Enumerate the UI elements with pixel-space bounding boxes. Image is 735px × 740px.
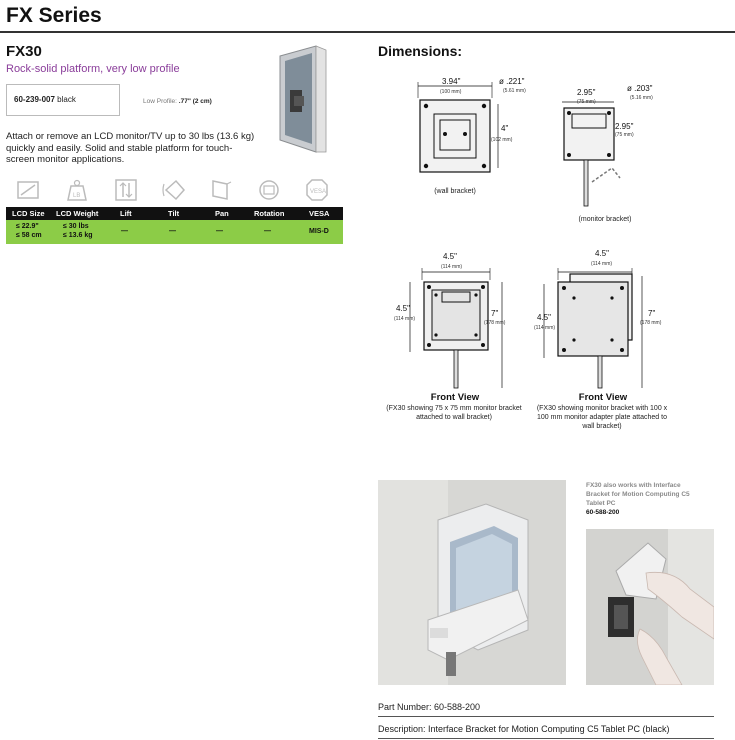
fv1-width-mm: (114 mm) bbox=[441, 264, 463, 270]
spec-header-tilt: Tilt bbox=[168, 209, 180, 218]
spec-table-header bbox=[6, 207, 343, 220]
accessory-note: FX30 also works with Interface Bracket f… bbox=[586, 481, 716, 517]
spec-header-pan: Pan bbox=[215, 209, 229, 218]
wall-hole-mm: (5.61 mm) bbox=[503, 88, 526, 94]
accessory-note-part: 60-588-200 bbox=[586, 509, 620, 516]
monitor-hole-mm: (5.16 mm) bbox=[630, 95, 653, 101]
fv2-width: 4.5" bbox=[595, 249, 609, 258]
feature-icons: LB VESA bbox=[10, 178, 340, 206]
fv2-left-mm: (114 mm) bbox=[534, 325, 556, 331]
wall-height: 4" bbox=[501, 124, 509, 133]
accessory-description: Description: Interface Bracket for Motio… bbox=[378, 724, 670, 734]
svg-text:LB: LB bbox=[73, 193, 80, 199]
monitor-height-mm: (75 mm) bbox=[615, 132, 634, 138]
tablet-mounted-photo bbox=[378, 480, 566, 685]
monitor-width: 2.95" bbox=[577, 88, 596, 97]
spec-header-vesa: VESA bbox=[309, 209, 330, 218]
product-tagline: Rock-solid platform, very low profile bbox=[6, 63, 180, 75]
spec-header-lcd-weight: LCD Weight bbox=[56, 209, 99, 218]
spec-lcd-size-cm: ≤ 58 cm bbox=[16, 231, 42, 239]
lcd-size-icon bbox=[17, 181, 39, 199]
monitor-height: 2.95" bbox=[615, 122, 634, 131]
tilt-icon bbox=[162, 179, 186, 201]
accessory-part-number: Part Number: 60-588-200 bbox=[378, 702, 481, 712]
spec-header-lift: Lift bbox=[120, 209, 132, 218]
spec-tilt: — bbox=[169, 228, 176, 235]
product-description: Attach or remove an LCD monitor/TV up to… bbox=[6, 131, 255, 165]
spec-pan: — bbox=[216, 228, 223, 235]
divider bbox=[378, 716, 714, 717]
fv2-caption: (FX30 showing monitor bracket with 100 x… bbox=[536, 405, 668, 430]
accessory-note-line3: Tablet PC bbox=[586, 500, 616, 507]
monitor-width-mm: (75 mm) bbox=[577, 99, 596, 105]
part-color: black bbox=[57, 95, 76, 104]
pan-icon bbox=[212, 180, 232, 200]
spec-lift: — bbox=[121, 228, 128, 235]
divider bbox=[378, 738, 714, 739]
spec-lcd-size-in: ≤ 22.9" bbox=[16, 223, 39, 230]
wall-bracket-drawing bbox=[417, 82, 499, 173]
fv2-right: 7" bbox=[648, 309, 656, 318]
fv1-left: 4.5" bbox=[396, 304, 410, 313]
monitor-bracket-caption: (monitor bracket) bbox=[578, 216, 632, 223]
rotation-icon bbox=[259, 180, 279, 200]
monitor-hole: ø .203" bbox=[627, 84, 653, 93]
fv2-left: 4.5" bbox=[537, 313, 551, 322]
accessory-note-line1: FX30 also works with Interface bbox=[586, 482, 681, 489]
spec-lcd-size: ≤ 22.9" ≤ 58 cm bbox=[16, 223, 42, 240]
fv2-right-mm: (178 mm) bbox=[640, 320, 662, 326]
spec-lcd-weight: ≤ 30 lbs ≤ 13.6 kg bbox=[63, 223, 93, 240]
fv1-title: Front View bbox=[430, 392, 480, 403]
part-number: 60-239-007 black bbox=[14, 95, 76, 104]
spec-lcd-weight-kg: ≤ 13.6 kg bbox=[63, 231, 93, 239]
lcd-weight-icon: LB bbox=[67, 179, 87, 201]
spec-rotation: — bbox=[264, 228, 271, 235]
low-profile-value: .77" (2 cm) bbox=[178, 98, 212, 105]
fv2-title: Front View bbox=[578, 392, 628, 403]
wall-width-mm: (100 mm) bbox=[440, 89, 462, 95]
spec-table-body bbox=[6, 220, 343, 244]
fv1-caption: (FX30 showing 75 x 75 mm monitor bracket… bbox=[386, 405, 522, 421]
fv1-left-mm: (114 mm) bbox=[394, 316, 416, 322]
spec-lcd-weight-lbs: ≤ 30 lbs bbox=[63, 223, 89, 230]
spec-header-rotation: Rotation bbox=[254, 209, 285, 218]
product-image bbox=[279, 45, 327, 153]
svg-text:VESA: VESA bbox=[310, 189, 326, 195]
tablet-installation-photo bbox=[586, 529, 714, 685]
series-title: FX Series bbox=[6, 4, 102, 27]
fv1-right-mm: (178 mm) bbox=[484, 320, 506, 326]
low-profile: Low Profile: .77" (2 cm) bbox=[143, 98, 212, 105]
wall-bracket-caption: (wall bracket) bbox=[434, 188, 476, 195]
vesa-icon: VESA bbox=[306, 179, 328, 201]
spec-vesa: MIS-D bbox=[309, 228, 329, 235]
low-profile-label: Low Profile: bbox=[143, 98, 177, 105]
accessory-note-line2: Bracket for Motion Computing C5 bbox=[586, 491, 690, 498]
part-number-box bbox=[6, 84, 120, 116]
fv1-right: 7" bbox=[491, 309, 499, 318]
product-name: FX30 bbox=[6, 43, 42, 60]
monitor-bracket-drawing bbox=[562, 101, 621, 207]
front-view-1-drawing bbox=[409, 268, 503, 389]
wall-hole: ø .221" bbox=[499, 77, 525, 86]
wall-width: 3.94" bbox=[442, 77, 461, 86]
part-number-value: 60-239-007 bbox=[14, 95, 55, 104]
wall-height-mm: (102 mm) bbox=[491, 137, 513, 143]
fv1-width: 4.5" bbox=[443, 252, 457, 261]
header-divider bbox=[0, 31, 735, 33]
dimensions-title: Dimensions: bbox=[378, 43, 463, 59]
lift-icon bbox=[115, 179, 137, 201]
front-view-2-drawing bbox=[543, 268, 643, 389]
fv2-width-mm: (114 mm) bbox=[591, 261, 613, 267]
spec-header-lcd-size: LCD Size bbox=[12, 209, 45, 218]
